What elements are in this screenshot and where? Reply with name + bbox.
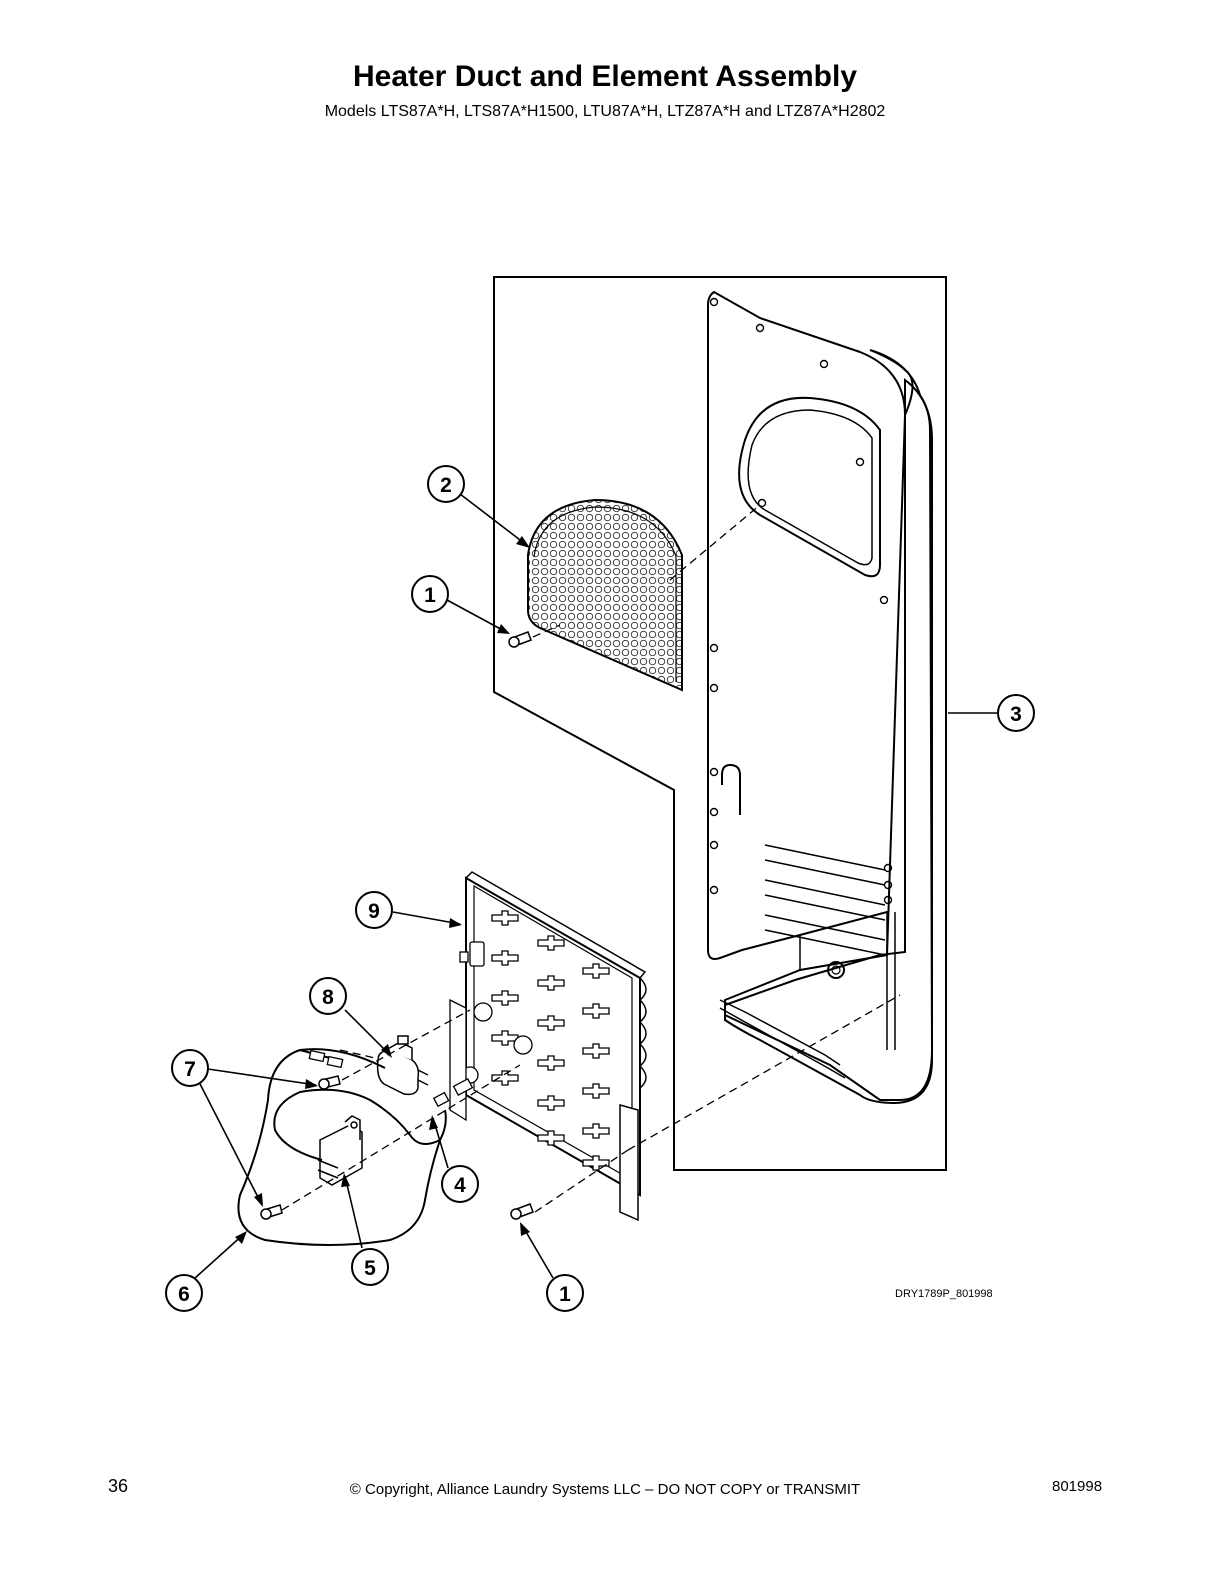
svg-text:9: 9 [368, 900, 380, 923]
callout-4: 4 [441, 1165, 479, 1203]
svg-text:1: 1 [559, 1283, 571, 1306]
alignment-lines [281, 504, 901, 1213]
drawing-code: DRY1789P_801998 [895, 1288, 993, 1300]
callout-7: 7 [171, 1049, 209, 1087]
svg-text:3: 3 [1010, 703, 1022, 726]
svg-text:8: 8 [322, 986, 334, 1009]
thermal-limiter [317, 1115, 363, 1186]
page-number: 36 [108, 1476, 129, 1496]
callout-6: 6 [165, 1274, 203, 1312]
callout-3: 3 [997, 694, 1035, 732]
svg-text:6: 6 [178, 1283, 190, 1306]
leader-lines [194, 493, 998, 1279]
page-subtitle: Models LTS87A*H, LTS87A*H1500, LTU87A*H,… [324, 103, 886, 120]
callout-5: 5 [351, 1248, 389, 1286]
duct-mounting-holes [709, 297, 893, 905]
screws [260, 631, 534, 1220]
callout-8: 8 [309, 977, 347, 1015]
wire-terminals [308, 1049, 474, 1108]
thermostat [376, 1035, 429, 1096]
duct-screen [527, 498, 683, 692]
svg-text:2: 2 [440, 474, 452, 497]
assembly-frame [493, 276, 947, 1171]
document-number: 801998 [1052, 1478, 1103, 1495]
svg-text:7: 7 [184, 1058, 196, 1081]
leader-arrowheads [235, 536, 530, 1244]
callout-1-lower: 1 [546, 1274, 584, 1312]
heater-element-plate [465, 871, 647, 1222]
copyright-notice: © Copyright, Alliance Laundry Systems LL… [349, 1481, 861, 1498]
callout-2: 2 [427, 465, 465, 503]
svg-text:1: 1 [424, 584, 436, 607]
svg-text:5: 5 [364, 1257, 376, 1280]
page-title: Heater Duct and Element Assembly [352, 60, 858, 93]
callout-9: 9 [355, 891, 393, 929]
svg-text:4: 4 [454, 1174, 466, 1197]
heater-duct [707, 290, 934, 1105]
callout-1-upper: 1 [411, 575, 449, 613]
